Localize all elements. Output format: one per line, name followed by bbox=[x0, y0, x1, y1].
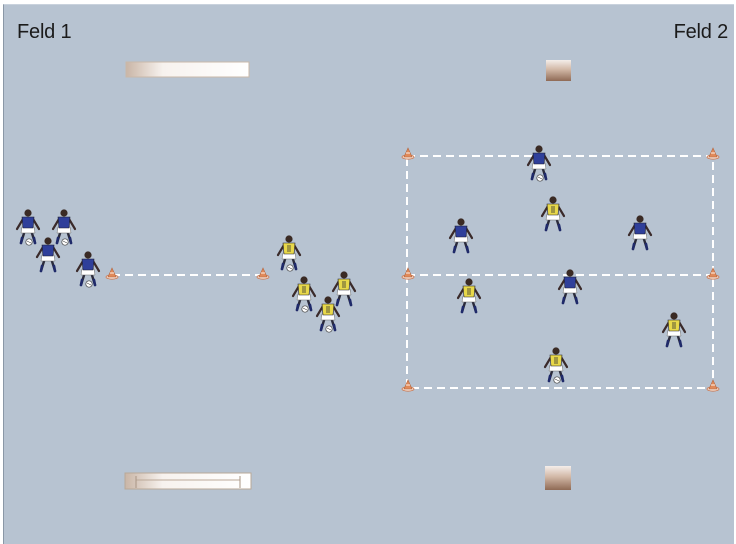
player-icon bbox=[17, 209, 39, 245]
player-icon bbox=[629, 215, 651, 249]
cone-icon bbox=[402, 268, 414, 279]
ball-icon bbox=[302, 306, 308, 312]
ball-icon bbox=[62, 239, 68, 245]
cone-icon bbox=[402, 148, 414, 159]
goal-icon bbox=[126, 62, 249, 77]
ball-icon bbox=[86, 281, 92, 287]
cone-icon bbox=[402, 380, 414, 391]
player-icon bbox=[278, 235, 300, 271]
player-icon bbox=[37, 237, 59, 271]
player-icon bbox=[458, 278, 480, 312]
cone-icon bbox=[106, 268, 118, 279]
goal-icon bbox=[546, 60, 571, 81]
field-2-boundary bbox=[407, 156, 713, 388]
goal-icon bbox=[545, 466, 571, 490]
player-icon bbox=[542, 196, 564, 230]
cone-icon bbox=[707, 380, 719, 391]
player-icon bbox=[77, 251, 99, 287]
player-icon bbox=[663, 312, 685, 346]
ball-icon bbox=[537, 175, 543, 181]
ball-icon bbox=[26, 239, 32, 245]
player-icon bbox=[317, 296, 339, 332]
player-icon bbox=[545, 347, 567, 383]
ball-icon bbox=[287, 265, 293, 271]
player-icon bbox=[528, 145, 550, 181]
player-icon bbox=[293, 276, 315, 312]
ball-icon bbox=[326, 326, 332, 332]
player-icon bbox=[450, 218, 472, 252]
field-2-lines bbox=[407, 156, 713, 388]
cone-icon bbox=[707, 148, 719, 159]
player-icon bbox=[333, 271, 355, 305]
players bbox=[17, 145, 685, 383]
cone-icon bbox=[707, 268, 719, 279]
goal-icon bbox=[125, 473, 251, 489]
cones bbox=[106, 148, 719, 391]
ball-icon bbox=[554, 377, 560, 383]
player-icon bbox=[53, 209, 75, 245]
cone-icon bbox=[257, 268, 269, 279]
